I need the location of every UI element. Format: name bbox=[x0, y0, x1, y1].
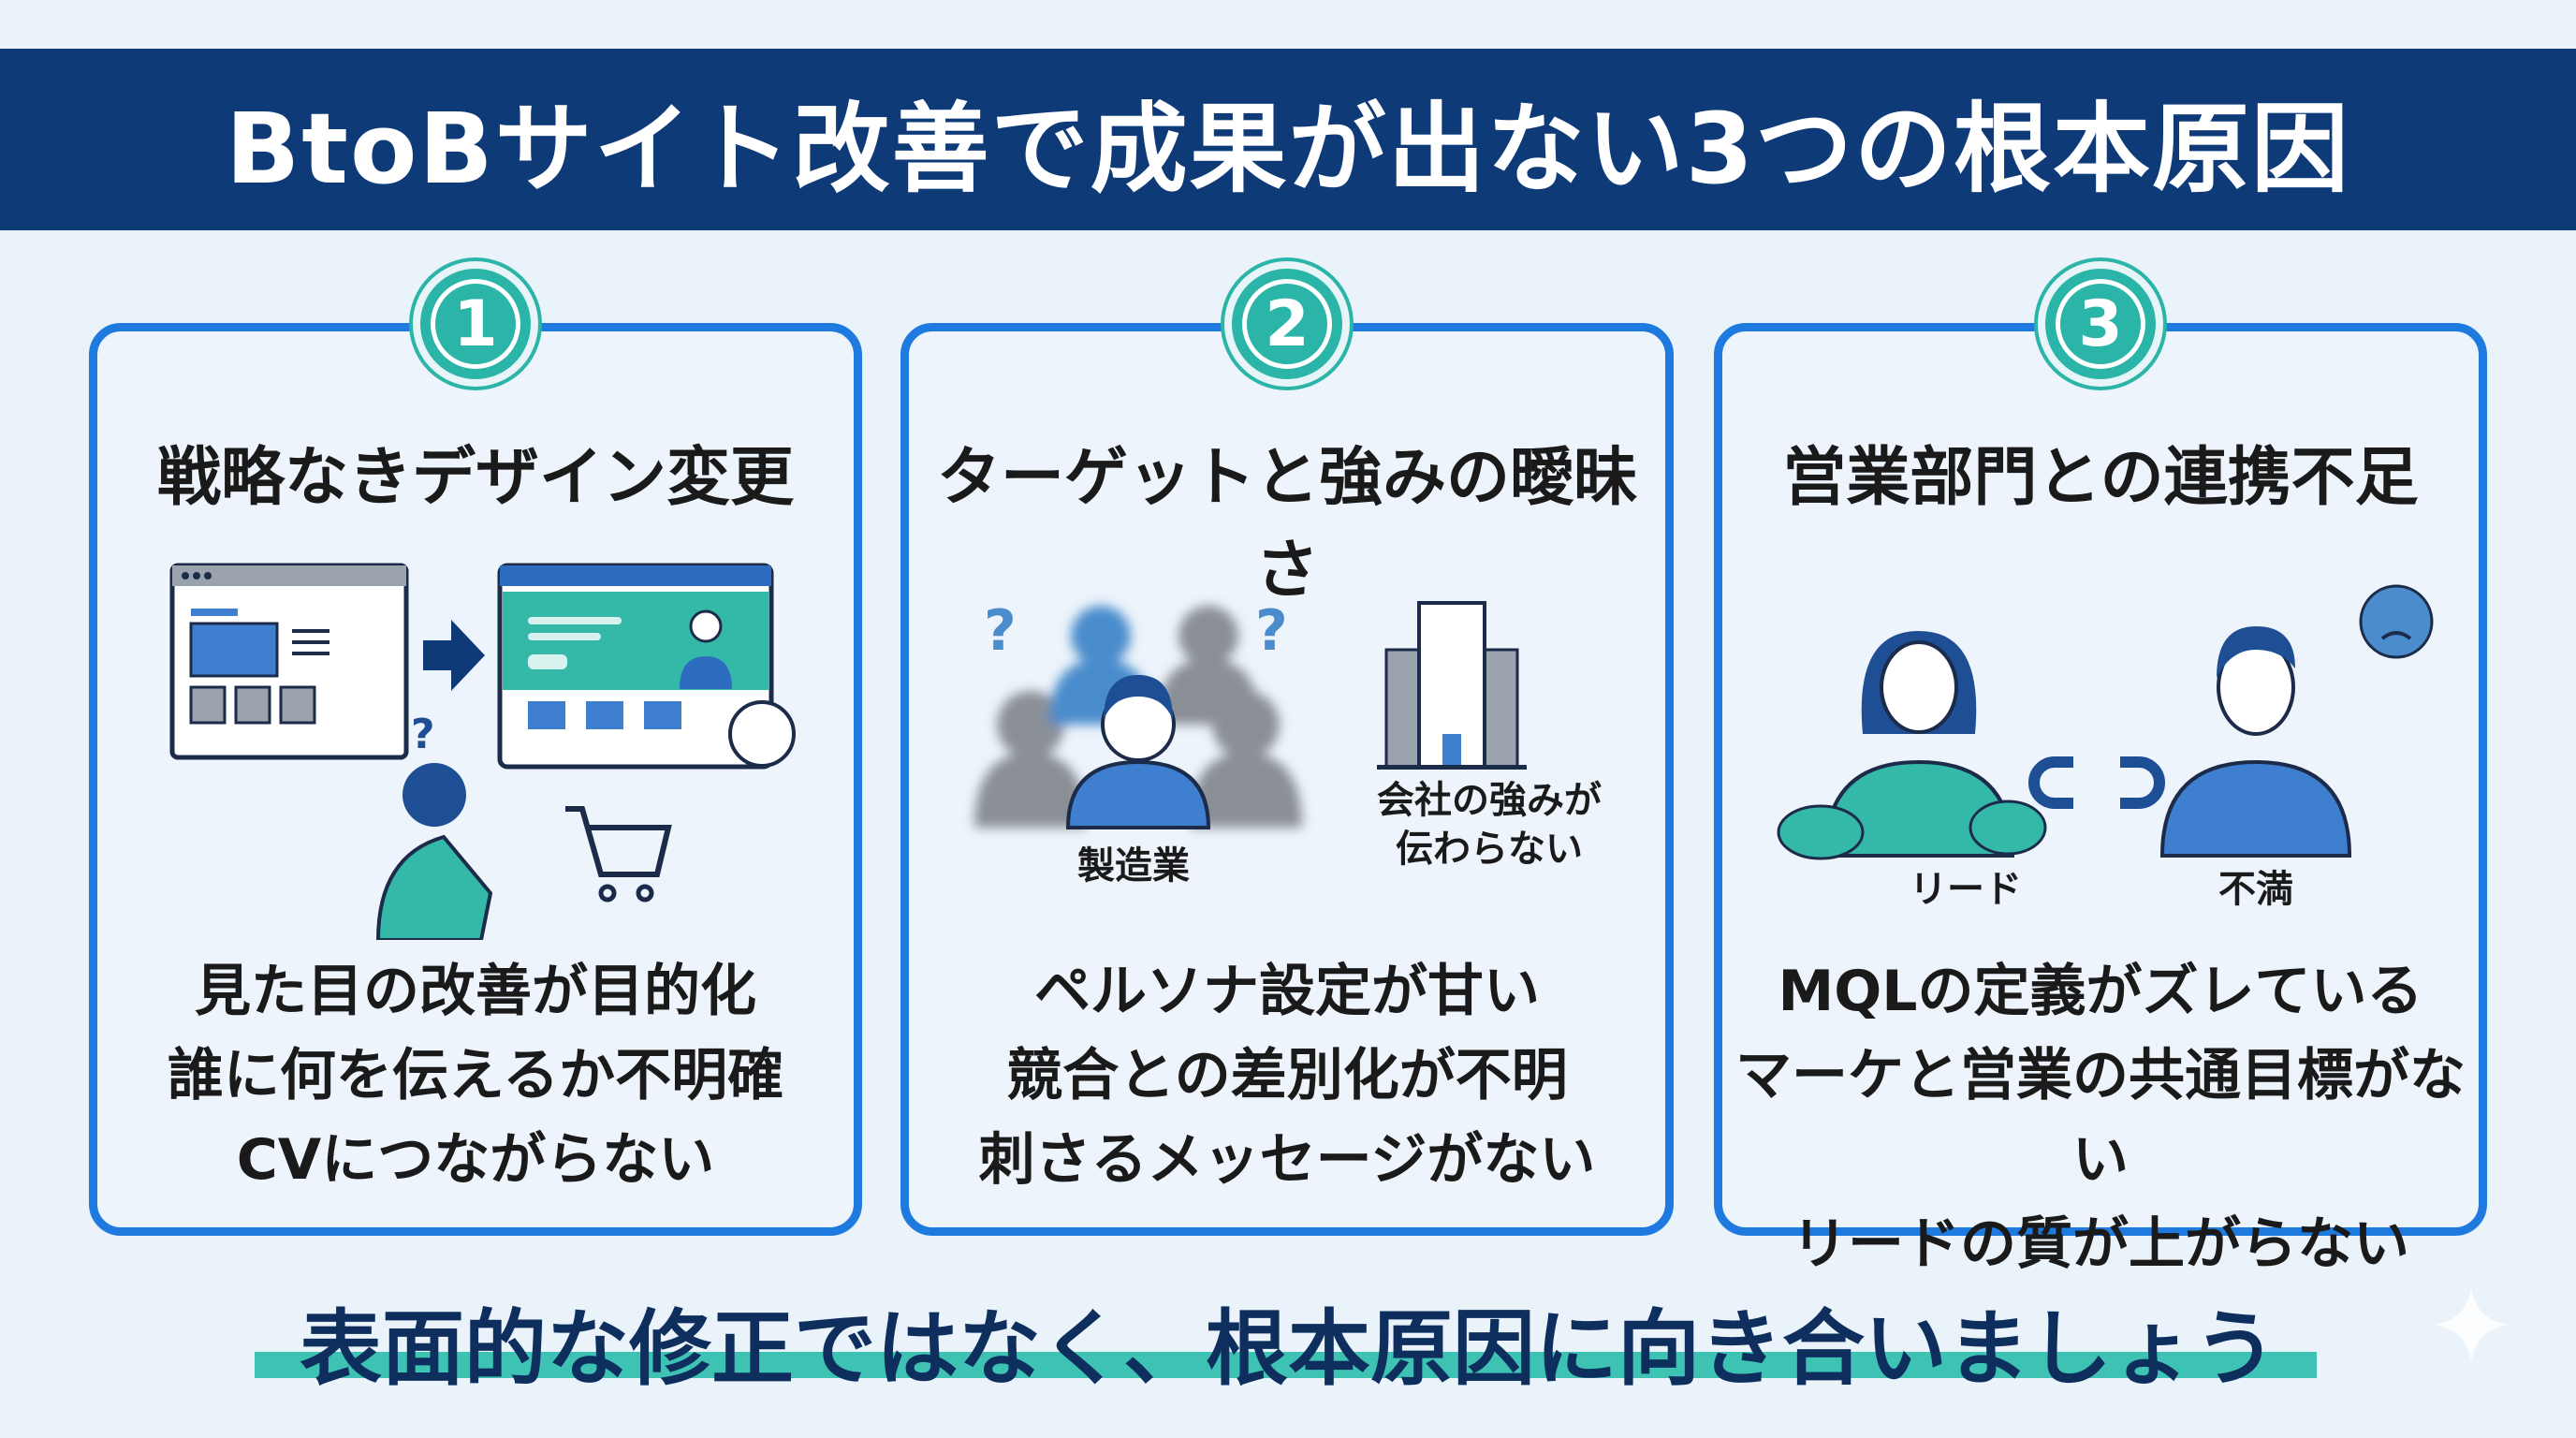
bullet-item: リードの質が上がらない bbox=[1792, 1211, 2409, 1277]
cause-card-1: 1 戦略なきデザイン変更 ? 見た目の改善が目的化 誰に何を伝えるか不明確 CV… bbox=[89, 261, 862, 1236]
footer-text: 表面的な修正ではなく、根本原因に向き合いましょう bbox=[299, 1300, 2276, 1397]
page-title: BtoBサイト改善で成果が出ない3つの根本原因 bbox=[225, 91, 2351, 206]
sales-alignment-illustration bbox=[1777, 584, 2434, 860]
angry-face-icon bbox=[2359, 584, 2434, 659]
footer-underline bbox=[255, 1352, 2317, 1378]
lead-label: リード bbox=[1910, 868, 2022, 911]
cause-card-3: 3 営業部門との連携不足 リード 不満 MQLの定義がズレている マーケと営業の… bbox=[1714, 261, 2487, 1277]
bullet-item: 刺さるメッセージがない bbox=[978, 1127, 1596, 1193]
svg-text:?: ? bbox=[411, 711, 435, 758]
company-label: 会社の強みが 伝わらない bbox=[1377, 779, 1602, 871]
card-title: 戦略なきデザイン変更 bbox=[156, 441, 794, 515]
card-title: ターゲットと強みの曖昧さ bbox=[936, 441, 1637, 608]
company-building-icon bbox=[1377, 601, 1527, 770]
persona-label: 製造業 bbox=[1077, 844, 1190, 888]
bullet-list: MQLの定義がズレている マーケと営業の共通目標がない リードの質が上がらない bbox=[1722, 949, 2479, 1286]
old-website-icon bbox=[169, 563, 409, 760]
bullet-item: 見た目の改善が目的化 bbox=[195, 959, 756, 1024]
website-redesign-illustration: ? bbox=[169, 563, 796, 940]
broken-chain-icon bbox=[2028, 756, 2165, 809]
svg-text:?: ? bbox=[984, 598, 1017, 664]
card-title: 営業部門との連携不足 bbox=[1782, 441, 2419, 515]
arrow-right-icon bbox=[423, 620, 485, 691]
new-website-icon bbox=[497, 563, 796, 770]
salesperson-man-icon bbox=[2159, 626, 2352, 858]
svg-text:?: ? bbox=[1255, 598, 1288, 664]
marketer-woman-icon bbox=[1777, 631, 2047, 860]
bullet-list: ペルソナ設定が甘い 競合との差別化が不明 刺さるメッセージがない bbox=[909, 949, 1665, 1202]
header-banner: BtoBサイト改善で成果が出ない3つの根本原因 bbox=[0, 49, 2576, 230]
bullet-item: MQLの定義がズレている bbox=[1778, 959, 2423, 1024]
bullet-item: 競合との差別化が不明 bbox=[1006, 1043, 1568, 1108]
bullet-item: ペルソナ設定が甘い bbox=[1034, 959, 1540, 1024]
bullet-item: マーケと営業の共通目標がない bbox=[1735, 1043, 2466, 1193]
target-person-icon bbox=[1065, 675, 1211, 829]
confused-person-icon: ? bbox=[375, 711, 493, 940]
number-badge: 1 bbox=[413, 261, 538, 387]
bullet-item: CVにつながらない bbox=[236, 1127, 715, 1193]
cause-card-2: 2 ターゲットと強みの曖昧さ ? ? 製造業 会社の強みが 伝わらない ペルソナ… bbox=[900, 261, 1674, 1236]
bullet-item: 誰に何を伝えるか不明確 bbox=[167, 1043, 784, 1108]
persona-illustration: ? ? bbox=[974, 598, 1527, 829]
footer-message: 表面的な修正ではなく、根本原因に向き合いましょう bbox=[0, 1283, 2576, 1401]
shopping-cart-icon bbox=[565, 806, 672, 877]
sparkle-icon bbox=[2434, 1287, 2509, 1362]
number-badge: 2 bbox=[1224, 261, 1350, 387]
dissatisfaction-label: 不満 bbox=[2218, 868, 2293, 911]
number-badge: 3 bbox=[2038, 261, 2163, 387]
bullet-list: 見た目の改善が目的化 誰に何を伝えるか不明確 CVにつながらない bbox=[97, 949, 854, 1202]
